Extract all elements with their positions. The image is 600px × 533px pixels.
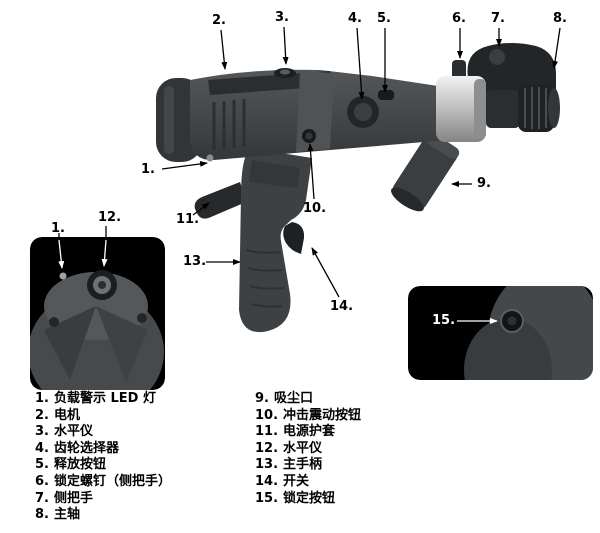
- legend-item-number: 1.: [35, 391, 49, 406]
- legend-item-number: 5.: [35, 457, 49, 473]
- callout-14: 14.: [330, 299, 354, 314]
- legend-item-text: 水平仪: [283, 440, 323, 456]
- callout-1-inset: 1.: [51, 221, 65, 236]
- legend-item-number: 11.: [255, 424, 279, 440]
- legend-item-text: 吸尘口: [273, 391, 313, 406]
- inset-top-view: [30, 237, 165, 390]
- legend-item-text: 水平仪: [53, 424, 93, 440]
- legend-item-number: 9.: [255, 391, 269, 406]
- callout-10: 10.: [303, 201, 327, 216]
- callout-6: 6.: [452, 11, 466, 26]
- legend-item-number: 3.: [35, 424, 49, 440]
- callout-13: 13.: [183, 254, 207, 269]
- legend-column-left: 1. 负载警示 LED 灯 2.电机 3.水平仪 4.齿轮选择器 5.释放按钮 6…: [35, 391, 171, 524]
- legend-item-12: 12.水平仪: [255, 441, 361, 458]
- legend-item-number: 12.: [255, 440, 279, 456]
- legend-item-number: 14.: [255, 473, 279, 489]
- callout-8: 8.: [553, 11, 567, 26]
- legend-item-6: 6.锁定螺钉（侧把手）: [35, 474, 171, 491]
- inset-lock-button: [408, 286, 593, 380]
- legend-item-11: 11.电源护套: [255, 424, 361, 441]
- legend-column-right: 9. 吸尘口 10.冲击震动按钮 11.电源护套 12.水平仪 13.主手柄 14…: [255, 391, 361, 507]
- legend-item-text: 开关: [283, 473, 310, 489]
- legend-item-text: 主轴: [53, 507, 80, 523]
- legend-item-number: 4.: [35, 440, 49, 456]
- callout-5: 5.: [377, 11, 391, 26]
- drill-body-art: [156, 43, 560, 333]
- legend-item-9: 9. 吸尘口: [255, 391, 361, 408]
- legend-item-7: 7.侧把手: [35, 491, 171, 508]
- legend-item-text: 电机: [53, 407, 80, 423]
- legend-item-text: 冲击震动按钮: [283, 407, 362, 423]
- parts-legend: 1.负载警示 LED 灯 2.电机 3.水平仪 4.齿轮选择器 5.释放按钮 6…: [0, 391, 600, 533]
- legend-item-text: 负载警示 LED 灯: [53, 391, 156, 406]
- legend-item-2: 2.电机: [35, 408, 171, 425]
- legend-item-8: 8.主轴: [35, 507, 171, 524]
- legend-item-5: 5.释放按钮: [35, 457, 171, 474]
- callout-arrows-inset: [58, 239, 498, 324]
- callout-arrows: [58, 26, 561, 298]
- legend-item-text: 侧把手: [53, 490, 93, 506]
- legend-item-number: 6.: [35, 473, 49, 489]
- legend-item-number: 8.: [35, 507, 49, 523]
- legend-item-text: 齿轮选择器: [53, 440, 119, 456]
- callout-2: 2.: [212, 13, 226, 28]
- legend-item-14: 14.开关: [255, 474, 361, 491]
- legend-item-number: 13.: [255, 457, 279, 473]
- legend-item-text: 锁定按钮: [283, 490, 336, 506]
- legend-item-text: 电源护套: [283, 424, 336, 440]
- legend-item-text: 释放按钮: [53, 457, 106, 473]
- callout-15-inset: 15.: [432, 313, 456, 328]
- legend-item-13: 13.主手柄: [255, 457, 361, 474]
- callout-7: 7.: [491, 11, 505, 26]
- callout-3: 3.: [275, 10, 289, 25]
- callout-1: 1.: [141, 162, 155, 177]
- callout-4: 4.: [348, 11, 362, 26]
- legend-item-number: 7.: [35, 490, 49, 506]
- legend-item-number: 10.: [255, 407, 279, 423]
- legend-item-number: 15.: [255, 490, 279, 506]
- legend-item-number: 2.: [35, 407, 49, 423]
- legend-item-text: 主手柄: [283, 457, 323, 473]
- legend-item-text: 锁定螺钉（侧把手）: [53, 473, 171, 489]
- legend-item-15: 15.锁定按钮: [255, 491, 361, 508]
- legend-item-10: 10.冲击震动按钮: [255, 408, 361, 425]
- callout-9: 9.: [477, 176, 491, 191]
- legend-item-1: 1. 负载警示 LED 灯: [35, 391, 171, 408]
- legend-item-3: 3.水平仪: [35, 424, 171, 441]
- legend-item-4: 4.齿轮选择器: [35, 441, 171, 458]
- callout-11: 11.: [176, 212, 200, 227]
- callout-12-inset: 12.: [98, 210, 122, 225]
